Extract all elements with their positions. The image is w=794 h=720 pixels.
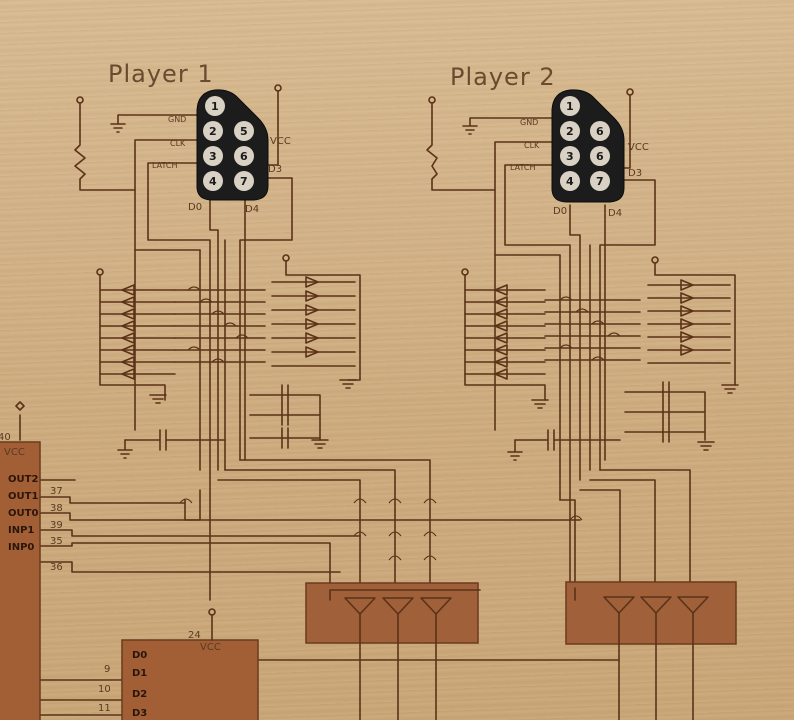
left-chip-signal: OUT1 bbox=[8, 491, 38, 502]
player-1-diodes-left bbox=[96, 268, 266, 404]
buffer-block-2 bbox=[565, 581, 737, 720]
pin-label: 3 bbox=[209, 150, 217, 163]
pin-label: 6 bbox=[596, 150, 604, 163]
buffer-block-1 bbox=[305, 582, 481, 720]
bottom-chip-pin-number: 11 bbox=[98, 703, 111, 714]
pin-label: 4 bbox=[209, 175, 217, 188]
player-2-title: Player 2 bbox=[450, 63, 556, 91]
bottom-chip-signal: D2 bbox=[132, 689, 147, 700]
bottom-chip: 24 VCC D0 D1 D2 D3 9 10 11 bbox=[98, 608, 259, 720]
pin-label: 6 bbox=[240, 150, 248, 163]
player-2-diodes-right bbox=[647, 256, 739, 394]
bottom-chip-top-pin: 24 bbox=[188, 630, 201, 641]
bottom-bus bbox=[39, 659, 620, 716]
bottom-chip-pin-number: 9 bbox=[104, 664, 110, 675]
pin-label: 6 bbox=[596, 125, 604, 138]
vcc-label: VCC bbox=[628, 142, 649, 153]
left-chip-signal: INP1 bbox=[8, 525, 34, 536]
pin-label: 3 bbox=[566, 150, 574, 163]
pin-label: 5 bbox=[240, 125, 248, 138]
player-2-bus bbox=[559, 469, 691, 601]
left-chip-signal: INP0 bbox=[8, 542, 34, 553]
player-2-connector: 1 2 6 3 6 4 7 bbox=[551, 89, 625, 203]
player-1-capacitors bbox=[117, 384, 329, 459]
left-chip-pin-number: 36 bbox=[50, 562, 63, 573]
left-chip-top-pin: 40 bbox=[0, 432, 11, 443]
clk-label: CLK bbox=[170, 139, 186, 148]
left-chip-signal: OUT2 bbox=[8, 474, 38, 485]
d3-label: D3 bbox=[268, 164, 282, 175]
gnd-label: GND bbox=[520, 118, 538, 127]
vcc-label: VCC bbox=[270, 136, 291, 147]
pin-label: 2 bbox=[566, 125, 574, 138]
pin-label: 2 bbox=[209, 125, 217, 138]
left-chip-vcc: VCC bbox=[4, 447, 25, 458]
bottom-chip-signal: D1 bbox=[132, 668, 147, 679]
pin-label: 7 bbox=[240, 175, 248, 188]
d4-label: D4 bbox=[608, 208, 622, 219]
left-chip-signal: OUT0 bbox=[8, 508, 38, 519]
left-chip-wires bbox=[15, 401, 581, 601]
player-1-title: Player 1 bbox=[108, 60, 214, 88]
bottom-chip-vcc: VCC bbox=[200, 642, 221, 653]
gnd-label: GND bbox=[168, 115, 186, 124]
player-2-diodes-left bbox=[461, 268, 641, 409]
left-chip-pin-number: 35 bbox=[50, 536, 63, 547]
bus-crossovers bbox=[179, 498, 583, 561]
left-chip-pin-number: 39 bbox=[50, 520, 63, 531]
clk-label: CLK bbox=[524, 141, 540, 150]
d0-label: D0 bbox=[553, 206, 567, 217]
player-2-wiring bbox=[426, 88, 656, 601]
pin-label: 1 bbox=[566, 100, 574, 113]
player-1-connector: 1 2 5 3 6 4 7 bbox=[196, 89, 269, 201]
pin-label: 4 bbox=[566, 175, 574, 188]
bottom-chip-pin-number: 10 bbox=[98, 684, 111, 695]
left-chip-pin-number: 37 bbox=[50, 486, 63, 497]
left-chip: 40 VCC OUT2 OUT1 OUT0 INP1 INP0 37 38 39… bbox=[0, 432, 63, 720]
d3-label: D3 bbox=[628, 168, 642, 179]
pin-label: 1 bbox=[211, 100, 219, 113]
player-1-diodes-right bbox=[271, 254, 361, 389]
player-2-connector-labels: GND CLK LATCH VCC D3 D0 D4 bbox=[510, 118, 649, 219]
player-2-capacitors bbox=[507, 381, 715, 461]
d0-label: D0 bbox=[188, 202, 202, 213]
d4-label: D4 bbox=[245, 204, 259, 215]
latch-label: LATCH bbox=[510, 163, 536, 172]
pin-label: 7 bbox=[596, 175, 604, 188]
bottom-chip-signal: D0 bbox=[132, 650, 147, 661]
player-1-bus bbox=[184, 459, 431, 601]
left-chip-pin-number: 38 bbox=[50, 503, 63, 514]
latch-label: LATCH bbox=[152, 161, 178, 170]
bottom-chip-signal: D3 bbox=[132, 708, 147, 719]
player-1-connector-labels: GND CLK LATCH VCC D3 D0 D4 bbox=[152, 115, 291, 215]
